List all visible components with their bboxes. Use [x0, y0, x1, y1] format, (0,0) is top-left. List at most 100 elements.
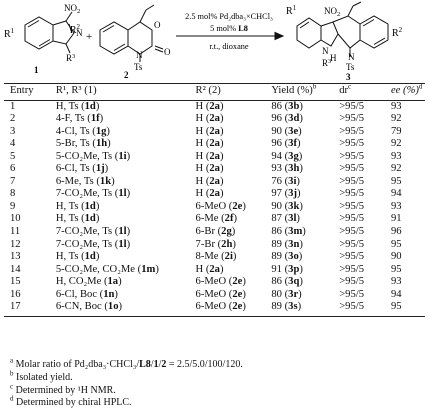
r1-label: R1 [4, 27, 15, 40]
cell-entry: 9 [10, 200, 16, 212]
cell-entry: 15 [10, 276, 21, 288]
r3-label: R3 [66, 53, 75, 63]
cell-yield: 91 (3p) [271, 263, 303, 275]
cell-r1-r3: H, Ts (1d) [55, 251, 100, 263]
cell-entry: 17 [4, 301, 56, 317]
product-h-label: H [330, 53, 337, 63]
cell-r2: 7-Br (2h) [195, 238, 236, 250]
cell-dr: >95/5 [339, 150, 364, 162]
cell-r1-r3: 6-Cl, Boc (1n) [55, 288, 118, 300]
cell-r2: H (2a) [195, 113, 224, 125]
oxazinone-n-label: N [136, 50, 143, 60]
cell-r2: H (2a) [195, 125, 224, 137]
cell-r1-r3: H, CO₂Me (1a) [55, 276, 122, 288]
cell-dr: >95/5 [339, 288, 364, 300]
indole-benzene-ring [24, 16, 54, 50]
cell-yield: 86 (3b) [271, 100, 303, 112]
indole-pyrrole-ring [52, 20, 75, 45]
cell-ee: 95 [390, 263, 402, 275]
cell-entry: 13 [10, 251, 21, 263]
cell-r1-r3: 7-CO₂Me, Ts (1l) [55, 238, 131, 250]
cell-dr: >95/5 [339, 163, 364, 175]
cell-ee: 95 [390, 238, 402, 250]
header-r1-r3: R¹, R³ (1) [55, 83, 196, 101]
cell-entry: 8 [10, 188, 16, 200]
cell-dr: >95/5 [339, 113, 364, 125]
cell-ee: 95 [390, 175, 402, 187]
cell-entry: 11 [10, 226, 21, 238]
cell-r1-r3: 7-CO₂Me, Ts (1l) [55, 226, 131, 238]
cell-dr: >95/5 [339, 238, 364, 250]
cell-dr: >95/5 [339, 251, 364, 263]
product-r2-label: R2 [392, 26, 403, 39]
compound-1-label: 1 [34, 65, 39, 75]
cell-dr: >95/5 [339, 188, 364, 200]
indole-n-label: N [76, 28, 83, 38]
cell-yield: 89 (3n) [271, 238, 303, 250]
cell-r1-r3: 6-CN, Boc (1o) [55, 301, 196, 317]
cell-r2: H (2a) [195, 100, 224, 112]
header-entry: Entry [4, 83, 56, 101]
cell-entry: 3 [10, 125, 16, 137]
cell-r2: 6-Br (2g) [195, 226, 236, 238]
no2-label: NO2 [64, 3, 80, 15]
reaction-scheme: R1 NO2 N R3 1 + R2 O O N Ts 2 2.5 mol% P… [4, 1, 403, 82]
table-header-row: Entry R¹, R³ (1) R² (2) Yield (%)b drc e… [4, 83, 425, 101]
cell-dr: >95/5 [339, 100, 364, 112]
cell-ee: 91 [390, 213, 402, 225]
cell-r2: 6-MeO (2e) [195, 301, 272, 317]
condition-solvent: r.t., dioxane [209, 42, 248, 51]
cell-r1-r3: H, Ts (1d) [55, 100, 100, 112]
cell-ee: 93 [390, 150, 402, 162]
cell-ee: 79 [390, 125, 402, 137]
cell-r2: 6-Me (2f) [195, 213, 238, 225]
cell-dr: >95/5 [339, 125, 364, 137]
cell-entry: 6 [10, 163, 16, 175]
footnotes: a Molar ratio of Pd₂dba₃·CHCl₃/L8/1/2 = … [10, 356, 243, 410]
results-table: Entry R¹, R³ (1) R² (2) Yield (%)b drc e… [4, 83, 425, 317]
cell-yield: 76 (3i) [271, 175, 300, 187]
ts-label-3: Ts [346, 62, 355, 72]
cell-r2: 6-MeO (2e) [195, 288, 246, 300]
cell-r1-r3: 5-Br, Ts (1h) [55, 138, 111, 150]
cell-ee: 95 [390, 301, 425, 317]
cell-dr: >95/5 [339, 301, 391, 317]
cell-dr: >95/5 [339, 213, 364, 225]
ring-o-label: O [154, 20, 161, 30]
cell-r1-r3: 5-CO₂Me, Ts (1i) [55, 150, 131, 162]
cell-entry: 10 [10, 213, 21, 225]
cell-r2: 6-MeO (2e) [195, 200, 246, 212]
cell-entry: 1 [10, 100, 16, 112]
header-ee: ee (%)d [390, 83, 425, 101]
cell-ee: 90 [390, 251, 402, 263]
cell-r1-r3: 7-CO₂Me, Ts (1l) [55, 188, 131, 200]
plus-sign: + [86, 31, 92, 43]
cell-dr: >95/5 [339, 226, 364, 238]
cell-ee: 93 [390, 276, 402, 288]
cell-ee: 92 [390, 163, 402, 175]
cell-ee: 94 [390, 288, 402, 300]
benzoxazinone-benzene-ring [99, 21, 129, 55]
cell-entry: 4 [10, 138, 16, 150]
compound-3-label: 3 [346, 72, 351, 82]
cell-r2: 6-MeO (2e) [195, 276, 246, 288]
header-r2: R² (2) [195, 83, 272, 101]
footnote-a: a Molar ratio of Pd₂dba₃·CHCl₃/L8/1/2 = … [10, 356, 243, 370]
r2-label: R2 [70, 23, 81, 36]
cell-yield: 86 (3m) [271, 226, 306, 238]
cell-yield: 89 (3s) [271, 301, 340, 317]
cell-ee: 94 [390, 188, 402, 200]
cell-yield: 96 (3f) [271, 138, 301, 150]
oxazinone-ring [127, 21, 153, 55]
carbonyl-o-label: O [164, 47, 171, 57]
cell-ee: 93 [390, 100, 402, 112]
cell-r1-r3: 4-F, Ts (1f) [55, 113, 104, 125]
cell-r2: H (2a) [195, 188, 224, 200]
